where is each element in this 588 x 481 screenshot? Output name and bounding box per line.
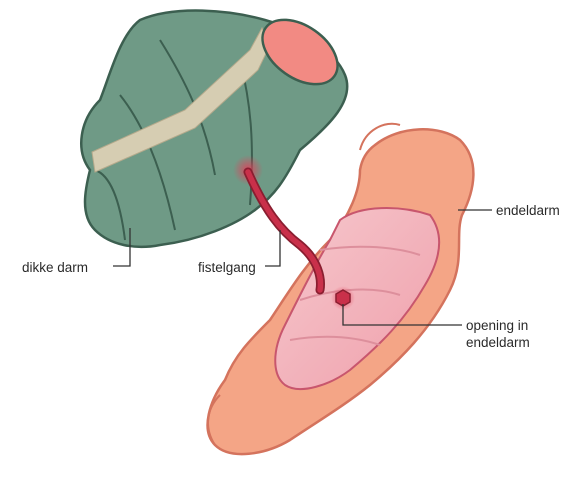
label-dikke-darm: dikke darm — [22, 259, 88, 276]
large-intestine — [81, 7, 349, 247]
label-opening-line1: opening in — [466, 317, 530, 334]
rectum-inner-lining — [275, 208, 439, 389]
leader-fistelgang — [265, 230, 280, 266]
label-endeldarm: endeldarm — [496, 202, 560, 219]
label-fistelgang: fistelgang — [198, 259, 256, 276]
label-opening-in-endeldarm: opening in endeldarm — [466, 317, 530, 351]
label-opening-line2: endeldarm — [466, 334, 530, 351]
